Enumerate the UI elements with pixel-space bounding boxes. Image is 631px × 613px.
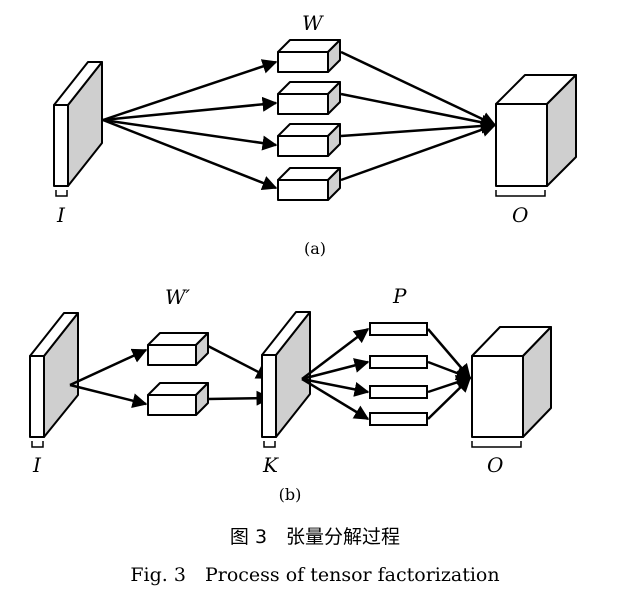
- arrow-b-out-4: [427, 376, 472, 420]
- k-tensor-b: [261, 311, 311, 438]
- arrow-b-p-4: [301, 377, 370, 421]
- arrows-wprime-to-k-b: [207, 344, 272, 406]
- arrow-a-in-2: [102, 96, 278, 122]
- weight-label-a: W: [302, 11, 324, 35]
- p-block-b-2: [369, 355, 428, 369]
- p-label-b: P: [392, 284, 407, 308]
- wprime-label-b: W′: [165, 285, 191, 309]
- sublabel-b: (b): [279, 485, 302, 504]
- k-brace-b: [263, 441, 276, 448]
- output-tensor-a: [495, 74, 577, 187]
- arrows-input-to-weights-a: [102, 59, 278, 191]
- input-brace-b: [31, 441, 44, 448]
- arrows-p-to-output-b: [427, 328, 472, 420]
- weight-block-a-4: [277, 167, 341, 201]
- p-block-b-1: [369, 322, 428, 336]
- input-brace-a: [55, 190, 68, 197]
- output-label-b: O: [487, 453, 503, 477]
- output-tensor-b: [471, 326, 552, 438]
- weight-block-a-1: [277, 39, 341, 73]
- arrows-input-to-wprime-b: [69, 348, 148, 409]
- arrow-a-out-1: [340, 50, 497, 127]
- arrow-b-in-1: [69, 348, 148, 387]
- wprime-block-b-2: [147, 382, 209, 416]
- arrow-a-out-2: [340, 92, 497, 130]
- input-tensor-b: [29, 312, 79, 438]
- weight-block-a-2: [277, 81, 341, 115]
- diagram-a: I W: [53, 11, 577, 258]
- input-label-a: I: [56, 203, 66, 227]
- p-blocks-b: [369, 322, 428, 426]
- p-block-b-4: [369, 412, 428, 426]
- arrow-b-mid-1: [207, 344, 272, 380]
- arrows-weights-to-output-a: [340, 50, 497, 182]
- weight-block-a-3: [277, 123, 341, 157]
- arrow-a-in-4: [102, 118, 278, 191]
- arrow-a-in-1: [102, 59, 278, 122]
- arrow-b-p-3: [301, 377, 370, 397]
- diagram-b: I W′ K: [29, 284, 552, 504]
- arrow-a-out-3: [340, 118, 497, 138]
- k-label-b: K: [262, 453, 279, 477]
- p-block-b-3: [369, 385, 428, 399]
- sublabel-a: (a): [304, 239, 326, 258]
- arrows-k-to-p-b: [301, 328, 370, 421]
- arrow-a-out-4: [340, 122, 497, 182]
- input-label-b: I: [32, 453, 42, 477]
- arrow-b-p-1: [301, 328, 370, 380]
- arrow-b-p-2: [301, 358, 370, 381]
- output-brace-b: [471, 441, 522, 448]
- arrow-b-in-2: [69, 383, 148, 409]
- caption-chinese: 图 3 张量分解过程: [230, 526, 400, 548]
- arrow-b-mid-2: [207, 390, 272, 406]
- caption-english: Fig. 3 Process of tensor factorization: [130, 564, 499, 586]
- output-brace-a: [495, 190, 546, 197]
- output-label-a: O: [512, 203, 528, 227]
- input-tensor-a: [53, 61, 103, 187]
- arrow-a-in-3: [102, 118, 278, 151]
- wprime-block-b-1: [147, 332, 209, 366]
